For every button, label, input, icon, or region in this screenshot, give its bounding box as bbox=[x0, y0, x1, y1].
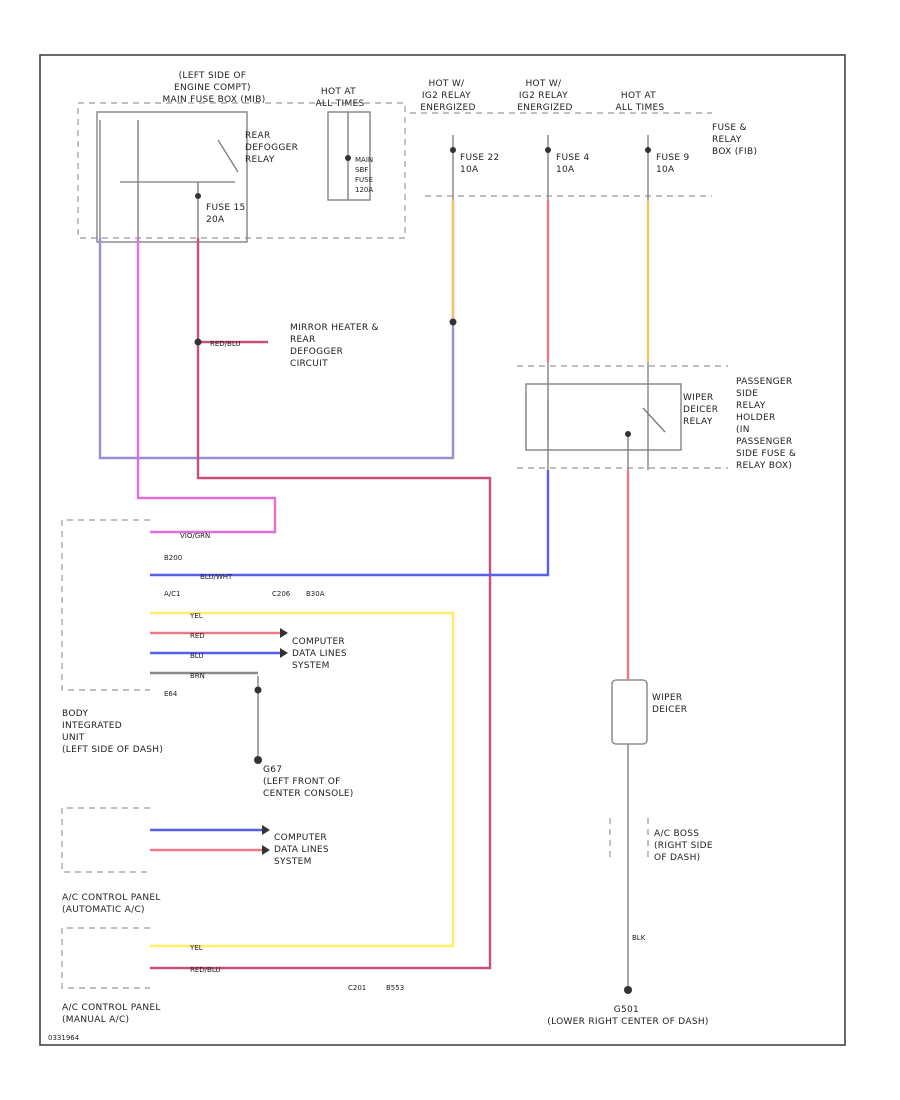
fuse-22-dot bbox=[450, 147, 456, 153]
rear-defogger-relay-box bbox=[96, 111, 248, 243]
splice-dot bbox=[254, 686, 262, 694]
main-fuse-label: MAIN SBF FUSE 120A bbox=[355, 156, 375, 194]
g67-label: G67 (LEFT FRONT OF CENTER CONSOLE) bbox=[263, 765, 354, 799]
relay-contact-dot bbox=[625, 431, 631, 437]
connector-b553: B553 bbox=[386, 984, 404, 992]
wiper-relay-switch bbox=[642, 407, 666, 433]
connector-c201: C201 bbox=[348, 984, 366, 992]
wire-blue bbox=[150, 470, 550, 577]
wire-tag: RED/BLU bbox=[190, 966, 221, 974]
splice-dot bbox=[449, 318, 457, 326]
figure-id: 0331964 bbox=[48, 1034, 80, 1042]
fuse-9-dot bbox=[645, 147, 651, 153]
wire-tag: BLU bbox=[190, 652, 203, 660]
main-fuse-dot bbox=[345, 155, 351, 161]
ac-manual-panel-label: A/C CONTROL PANEL (MANUAL A/C) bbox=[62, 1003, 164, 1025]
wire-tag: VIO/GRN bbox=[180, 532, 210, 540]
connection-points bbox=[194, 147, 651, 994]
ac-boss-outline bbox=[609, 818, 649, 862]
splice-dot bbox=[194, 338, 202, 346]
fuse-15-dot bbox=[195, 193, 201, 199]
ac-auto-panel-outline bbox=[61, 807, 150, 873]
g501-label: G501 (LOWER RIGHT CENTER OF DASH) bbox=[547, 1005, 708, 1027]
fuse-22-label: FUSE 22 10A bbox=[460, 153, 503, 175]
hot-at-all-times-label-2: HOT AT ALL TIMES bbox=[615, 91, 664, 113]
connector-b200: B200 bbox=[164, 554, 182, 562]
ground-g67 bbox=[254, 756, 262, 764]
fuse-9-label: FUSE 9 10A bbox=[656, 153, 693, 175]
body-integrated-unit-label: BODY INTEGRATED UNIT (LEFT SIDE OF DASH) bbox=[62, 709, 163, 755]
internal-wires bbox=[99, 112, 649, 990]
wire-tag: YEL bbox=[189, 944, 203, 952]
fuse-4-dot bbox=[545, 147, 551, 153]
wire-tag: BLK bbox=[632, 934, 646, 942]
relay-switch bbox=[217, 139, 239, 173]
diagram-frame bbox=[39, 54, 846, 1046]
wire-pink bbox=[136, 238, 277, 534]
fuse-4-label: FUSE 4 10A bbox=[556, 153, 593, 175]
wire-red-blu-main bbox=[150, 238, 492, 970]
ac-manual-panel-outline bbox=[61, 927, 150, 989]
arrow-right bbox=[280, 628, 288, 638]
ground-g501 bbox=[624, 986, 632, 994]
ac-boss-label: A/C BOSS (RIGHT SIDE OF DASH) bbox=[654, 829, 716, 863]
connector-c206: C206 bbox=[272, 590, 291, 598]
colored-wires bbox=[98, 200, 650, 970]
engine-box-header: (LEFT SIDE OF ENGINE COMPT) MAIN FUSE BO… bbox=[162, 71, 265, 105]
hot-at-all-times-label-1: HOT AT ALL TIMES bbox=[315, 87, 364, 109]
wiper-deicer-relay-box bbox=[525, 383, 682, 451]
connector-ac1: A/C1 bbox=[164, 590, 181, 598]
wire-yellow bbox=[150, 611, 455, 948]
fuse-relay-box-label: FUSE & RELAY BOX (FIB) bbox=[712, 123, 757, 157]
mirror-heater-label: MIRROR HEATER & REAR DEFOGGER CIRCUIT bbox=[290, 323, 382, 369]
hot-ig2-label-1: HOT W/ IG2 RELAY ENERGIZED bbox=[420, 79, 475, 113]
body-integrated-unit-outline bbox=[61, 519, 150, 691]
connector-e64: E64 bbox=[164, 690, 178, 698]
wire-tag: RED bbox=[190, 632, 205, 640]
fuse-15-label: FUSE 15 20A bbox=[206, 203, 249, 225]
ac-auto-panel-label: A/C CONTROL PANEL (AUTOMATIC A/C) bbox=[62, 893, 164, 915]
main-fuse-box bbox=[327, 111, 371, 201]
wire-tag: RED/BLU bbox=[210, 340, 241, 348]
wiper-deicer-relay-label: WIPER DEICER RELAY bbox=[683, 393, 721, 427]
hot-ig2-label-2: HOT W/ IG2 RELAY ENERGIZED bbox=[517, 79, 572, 113]
arrow-right bbox=[280, 648, 288, 658]
arrow-right bbox=[262, 845, 270, 855]
rear-defogger-relay-label: REAR DEFOGGER RELAY bbox=[245, 131, 301, 165]
connector-b30a: B30A bbox=[306, 590, 325, 598]
passenger-relay-holder-label: PASSENGER SIDE RELAY HOLDER (IN PASSENGE… bbox=[736, 377, 799, 471]
computer-data-lines-label-2: COMPUTER DATA LINES SYSTEM bbox=[274, 833, 332, 867]
arrow-right bbox=[262, 825, 270, 835]
wire-tag: BLU/WHT bbox=[200, 573, 233, 581]
wire-tag: YEL bbox=[189, 612, 203, 620]
wiper-deicer-label: WIPER DEICER bbox=[652, 693, 687, 715]
computer-data-lines-label-1: COMPUTER DATA LINES SYSTEM bbox=[292, 637, 350, 671]
wiper-deicer-element bbox=[611, 679, 648, 745]
wire-violet bbox=[98, 200, 455, 460]
wire-tag: BRN bbox=[190, 672, 205, 680]
